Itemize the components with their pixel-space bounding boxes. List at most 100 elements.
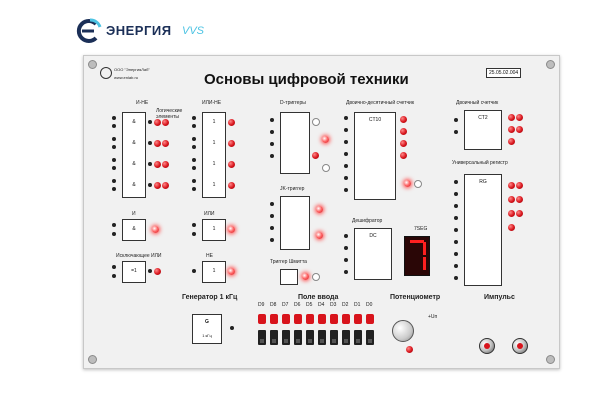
input-jack[interactable]: [192, 232, 196, 236]
input-jack[interactable]: [112, 116, 116, 120]
generator-output-jack[interactable]: [230, 326, 234, 330]
input-switch-d0[interactable]: [366, 330, 374, 345]
input-jack[interactable]: [192, 137, 196, 141]
input-jack[interactable]: [454, 204, 458, 208]
input-switch-d8[interactable]: [270, 330, 278, 345]
input-jack[interactable]: [344, 188, 348, 192]
input-switch-d6[interactable]: [294, 330, 302, 345]
output-jack[interactable]: [148, 183, 152, 187]
input-jack[interactable]: [270, 202, 274, 206]
input-jack[interactable]: [270, 142, 274, 146]
output-jack[interactable]: [148, 269, 152, 273]
input-jack[interactable]: [344, 234, 348, 238]
input-jack[interactable]: [344, 176, 348, 180]
input-switch-d1[interactable]: [354, 330, 362, 345]
input-jack[interactable]: [454, 118, 458, 122]
input-jack[interactable]: [112, 145, 116, 149]
input-button-d7[interactable]: [282, 314, 290, 324]
input-jack[interactable]: [270, 118, 274, 122]
led-indicator: [322, 136, 329, 143]
input-jack[interactable]: [344, 164, 348, 168]
input-jack[interactable]: [112, 166, 116, 170]
input-switch-d4[interactable]: [318, 330, 326, 345]
label-schmitt: Триггер Шмитта: [270, 259, 307, 265]
pulse-button-2[interactable]: [512, 338, 528, 354]
input-jack[interactable]: [454, 216, 458, 220]
input-jack[interactable]: [454, 264, 458, 268]
input-button-d3[interactable]: [330, 314, 338, 324]
input-jack[interactable]: [192, 187, 196, 191]
input-button-d4[interactable]: [318, 314, 326, 324]
input-jack[interactable]: [192, 145, 196, 149]
input-jack[interactable]: [454, 252, 458, 256]
input-jack[interactable]: [192, 124, 196, 128]
input-jack[interactable]: [344, 270, 348, 274]
input-jack[interactable]: [112, 232, 116, 236]
input-button-d2[interactable]: [342, 314, 350, 324]
input-jack[interactable]: [112, 124, 116, 128]
input-jack[interactable]: [454, 276, 458, 280]
input-jack[interactable]: [344, 246, 348, 250]
training-panel: ООО "ЭнергияЛаб" www.enlab.ru Основы циф…: [83, 55, 560, 369]
input-jack[interactable]: [270, 154, 274, 158]
led-indicator: [162, 182, 169, 189]
input-jack[interactable]: [454, 180, 458, 184]
led-indicator: [154, 161, 161, 168]
input-switch-d5[interactable]: [306, 330, 314, 345]
output-jack[interactable]: [148, 120, 152, 124]
input-button-d9[interactable]: [258, 314, 266, 324]
input-jack[interactable]: [454, 240, 458, 244]
input-jack[interactable]: [270, 214, 274, 218]
input-switch-d9[interactable]: [258, 330, 266, 345]
screw-icon: [88, 355, 97, 364]
input-jack[interactable]: [192, 116, 196, 120]
led-indicator: [516, 114, 523, 121]
input-jack[interactable]: [112, 274, 116, 278]
input-jack[interactable]: [344, 258, 348, 262]
led-indicator: [516, 196, 523, 203]
input-jack[interactable]: [270, 226, 274, 230]
input-button-d5[interactable]: [306, 314, 314, 324]
input-jack[interactable]: [454, 192, 458, 196]
input-jack[interactable]: [112, 137, 116, 141]
led-indicator: [154, 140, 161, 147]
input-jack[interactable]: [192, 269, 196, 273]
label-7seg: 7SEG: [414, 226, 428, 232]
input-jack[interactable]: [112, 179, 116, 183]
input-button-d6[interactable]: [294, 314, 302, 324]
input-switch-d7[interactable]: [282, 330, 290, 345]
pulse-button-1[interactable]: [479, 338, 495, 354]
input-jack[interactable]: [192, 158, 196, 162]
led-indicator: [400, 140, 407, 147]
input-jack[interactable]: [112, 223, 116, 227]
input-switch-d3[interactable]: [330, 330, 338, 345]
input-jack[interactable]: [112, 187, 116, 191]
not-gate: 1: [202, 261, 226, 283]
input-jack[interactable]: [192, 223, 196, 227]
input-jack[interactable]: [112, 265, 116, 269]
brand-name: ЭНЕРГИЯ: [106, 23, 172, 38]
input-jack[interactable]: [454, 228, 458, 232]
input-jack[interactable]: [112, 158, 116, 162]
output-jack[interactable]: [148, 141, 152, 145]
input-button-d1[interactable]: [354, 314, 362, 324]
input-jack[interactable]: [454, 130, 458, 134]
input-jack[interactable]: [192, 166, 196, 170]
input-jack[interactable]: [270, 130, 274, 134]
input-jack[interactable]: [344, 140, 348, 144]
led-indicator: [154, 119, 161, 126]
potentiometer-knob[interactable]: [392, 320, 414, 342]
output-jack[interactable]: [148, 162, 152, 166]
seven-segment-display: [404, 236, 430, 276]
input-button-d0[interactable]: [366, 314, 374, 324]
input-jack[interactable]: [344, 116, 348, 120]
input-jack[interactable]: [344, 128, 348, 132]
input-jack[interactable]: [344, 152, 348, 156]
brand-logo: ЭНЕРГИЯ VVS: [74, 18, 214, 44]
input-button-d8[interactable]: [270, 314, 278, 324]
input-switch-d2[interactable]: [342, 330, 350, 345]
input-jack[interactable]: [270, 238, 274, 242]
input-jack[interactable]: [192, 179, 196, 183]
label-universal-register: Универсальный регистр: [452, 160, 508, 166]
label-xor: Исключающее ИЛИ: [116, 253, 162, 259]
